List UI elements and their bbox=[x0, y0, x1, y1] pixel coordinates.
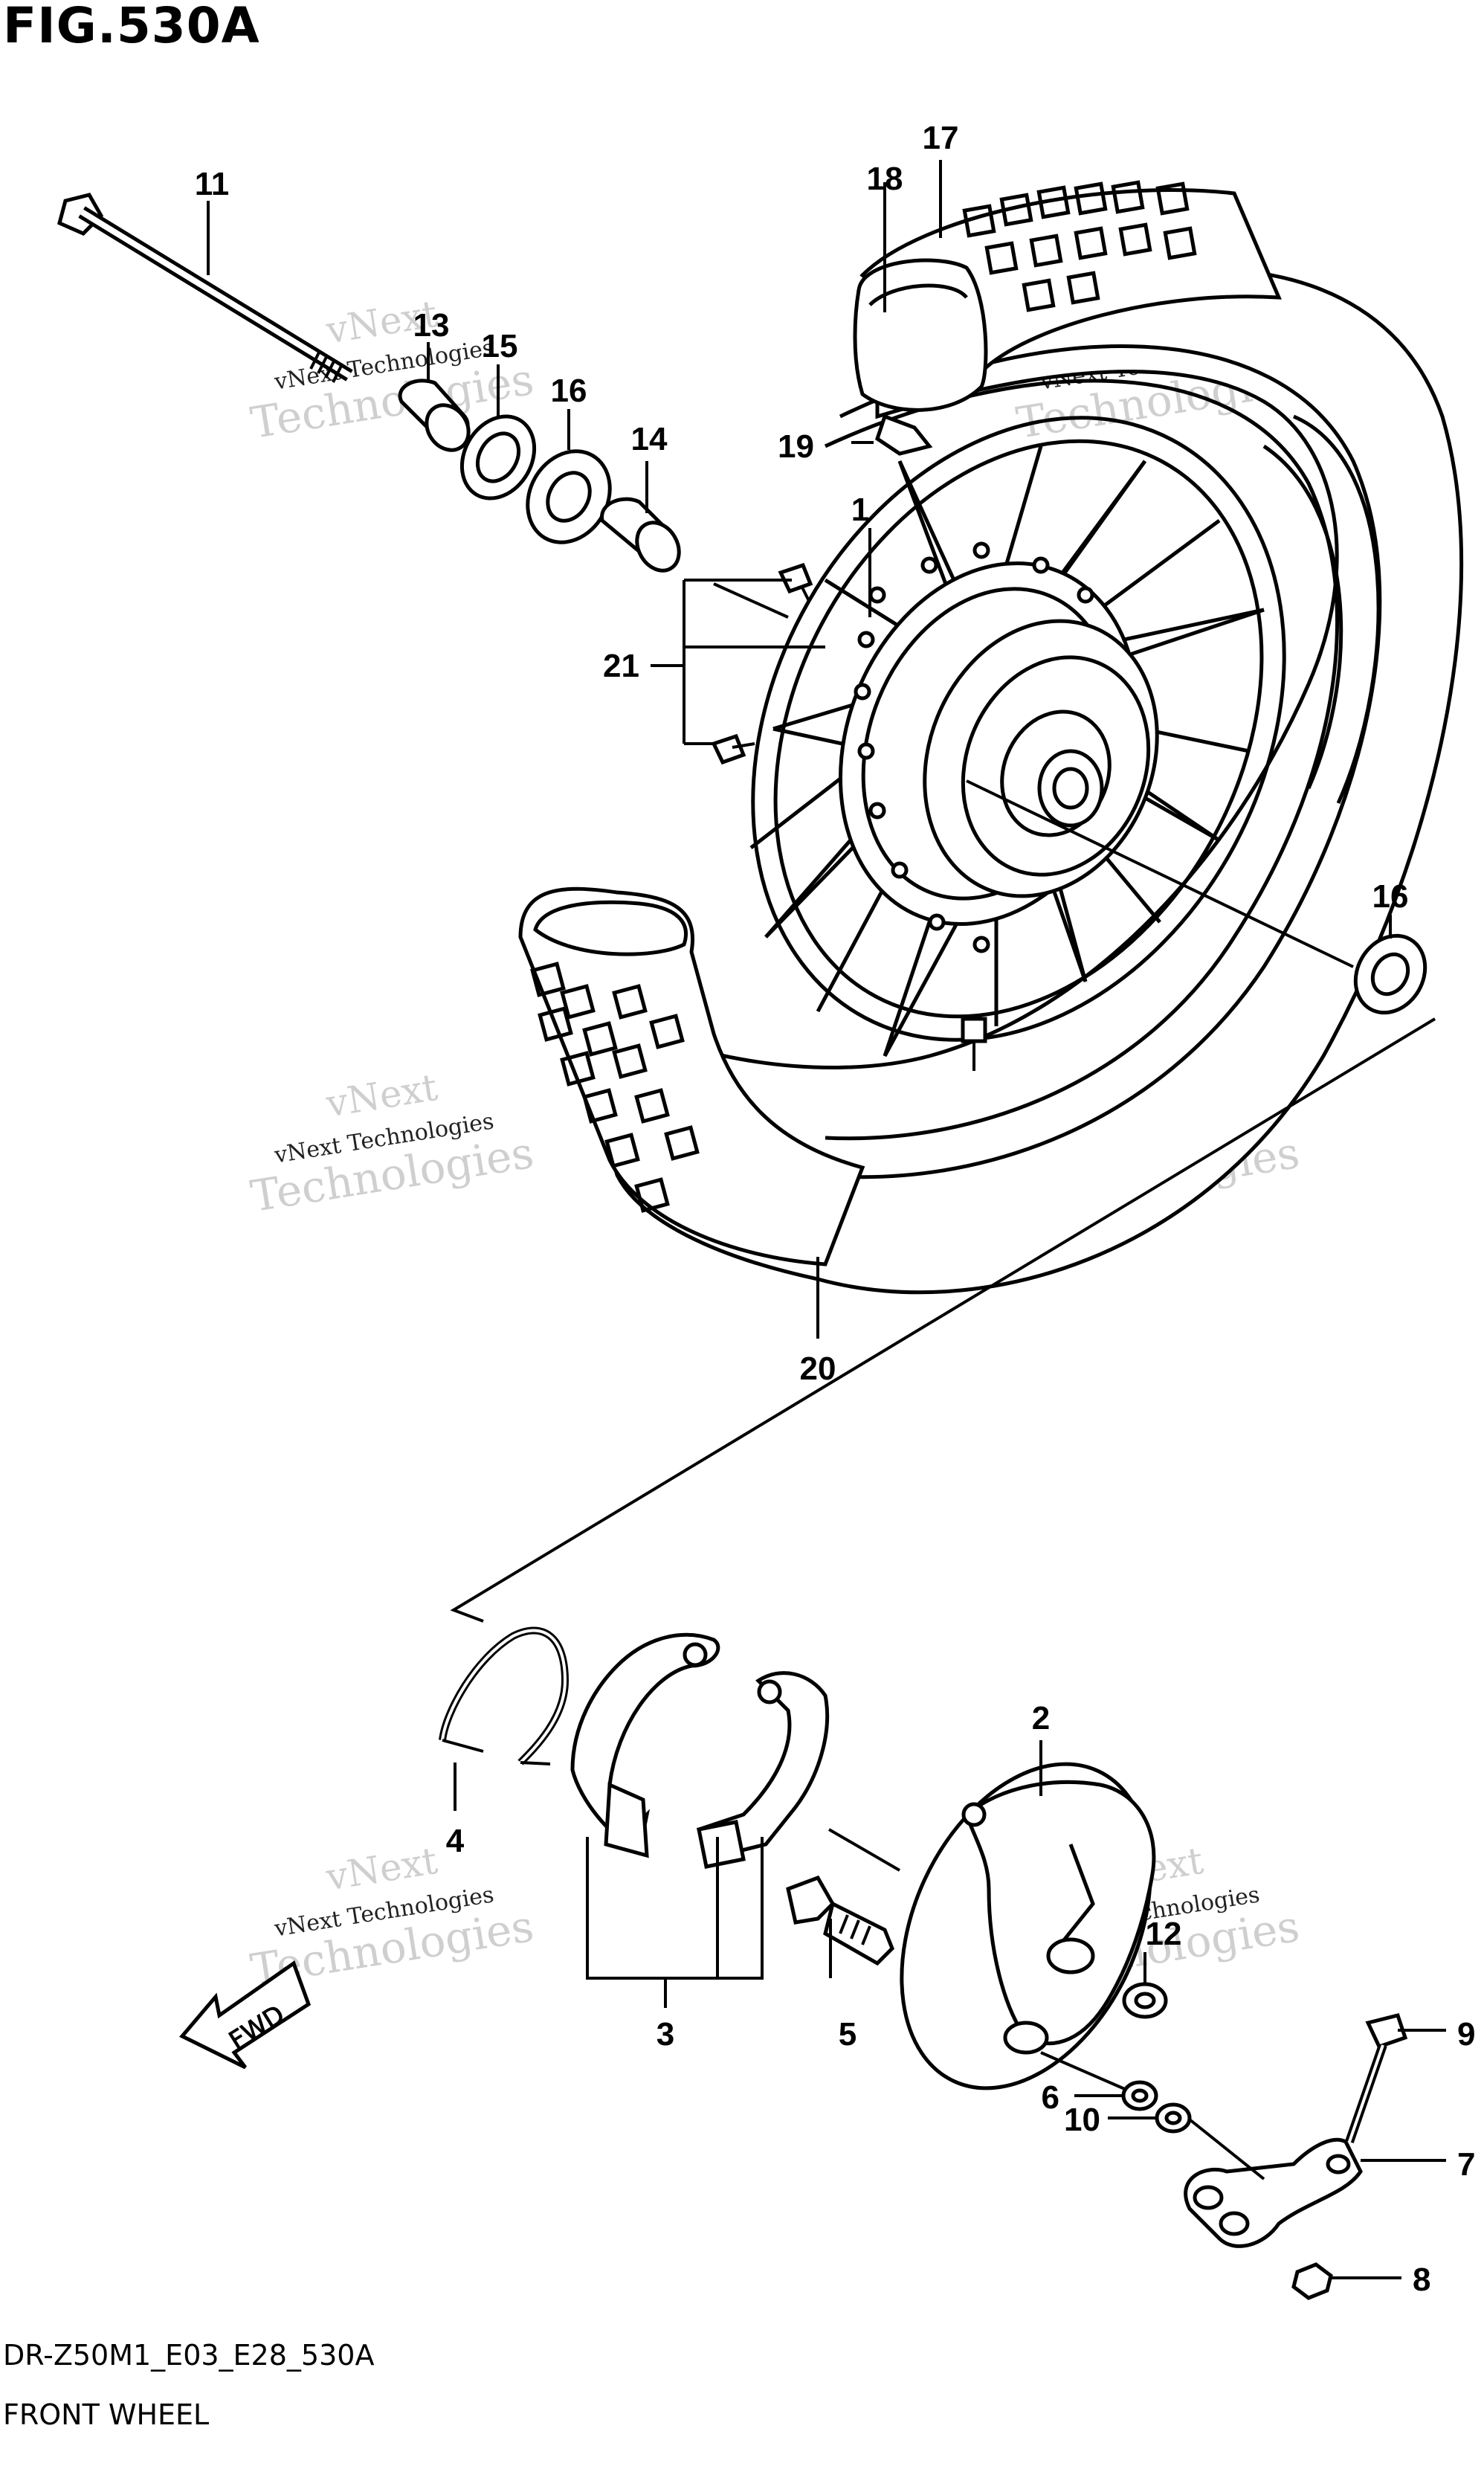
leader-lines bbox=[207, 160, 1446, 2279]
brake-shoe-3a bbox=[570, 1632, 720, 1858]
cam-5 bbox=[786, 1875, 894, 1966]
hub bbox=[838, 541, 1159, 953]
axle bbox=[57, 193, 353, 383]
callout-9: 9 bbox=[1457, 2016, 1475, 2053]
watermark-3: vNext vNext Technologies Technologies bbox=[248, 1066, 538, 1222]
callout-3: 3 bbox=[656, 2016, 674, 2053]
callout-16-upper: 16 bbox=[551, 373, 587, 409]
callout-12: 12 bbox=[1146, 1916, 1182, 1952]
brake-shoe-3b bbox=[697, 1671, 830, 1869]
callout-16-lower: 16 bbox=[1372, 878, 1409, 915]
rim-band bbox=[875, 413, 933, 456]
tread-knobs-upper bbox=[962, 180, 1197, 312]
svg-text:vNext: vNext bbox=[323, 1066, 440, 1126]
tread-knobs-lower bbox=[530, 962, 700, 1213]
callout-14: 14 bbox=[631, 421, 668, 457]
callout-20: 20 bbox=[800, 1351, 836, 1387]
bearing-16-upper bbox=[526, 449, 612, 544]
callout-5: 5 bbox=[839, 2016, 856, 2053]
valve-stem bbox=[961, 1017, 987, 1071]
washer-10 bbox=[1155, 2102, 1192, 2134]
watermark-5: vNext vNext Technologies Technologies bbox=[248, 1839, 538, 1995]
rim-outer bbox=[751, 416, 1286, 1042]
figure-code: DR-Z50M1_E03_E28_530A bbox=[3, 2339, 375, 2372]
figure-name: FRONT WHEEL bbox=[3, 2398, 210, 2431]
callout-6: 6 bbox=[1042, 2079, 1059, 2116]
brake-drum-bolts bbox=[711, 562, 813, 765]
callout-8: 8 bbox=[1413, 2262, 1430, 2298]
bearing-16-lower bbox=[1353, 933, 1427, 1015]
callout-7: 7 bbox=[1457, 2146, 1475, 2183]
washer-6 bbox=[1121, 2080, 1158, 2111]
bracket-7 bbox=[1184, 2137, 1363, 2248]
rim-inner bbox=[773, 439, 1264, 1019]
fwd-direction-badge: FWD bbox=[179, 1960, 312, 2070]
callout-19: 19 bbox=[778, 428, 814, 465]
figure-title: FIG.530A bbox=[3, 0, 260, 54]
callout-18: 18 bbox=[867, 161, 903, 197]
bolt-9 bbox=[1345, 2013, 1408, 2143]
callout-21: 21 bbox=[603, 648, 639, 684]
callout-10: 10 bbox=[1064, 2102, 1100, 2138]
callout-labels: 1 2 3 4 5 6 7 8 9 10 11 12 13 14 15 16 1… bbox=[195, 120, 1476, 2298]
axle-thread bbox=[309, 350, 343, 383]
oil-seal-15 bbox=[459, 414, 537, 500]
callout-4: 4 bbox=[446, 1823, 465, 1859]
callout-13: 13 bbox=[413, 307, 450, 344]
callout-1: 1 bbox=[851, 492, 869, 528]
brake-spring-4 bbox=[439, 1626, 570, 1765]
callout-17: 17 bbox=[923, 120, 959, 156]
wheel-assembly bbox=[518, 180, 1464, 1295]
collar-14 bbox=[600, 497, 681, 573]
nut-12 bbox=[1122, 1982, 1168, 2019]
callout-11: 11 bbox=[195, 166, 230, 202]
brake-panel-2 bbox=[900, 1762, 1156, 2090]
collar-13 bbox=[398, 379, 471, 452]
svg-text:vNext: vNext bbox=[323, 1839, 440, 1899]
nut-8 bbox=[1291, 2262, 1333, 2300]
tire-section-lower bbox=[518, 886, 865, 1266]
tire-section-upper bbox=[853, 180, 1282, 456]
callout-2: 2 bbox=[1032, 1700, 1050, 1736]
callout-15: 15 bbox=[482, 328, 518, 364]
